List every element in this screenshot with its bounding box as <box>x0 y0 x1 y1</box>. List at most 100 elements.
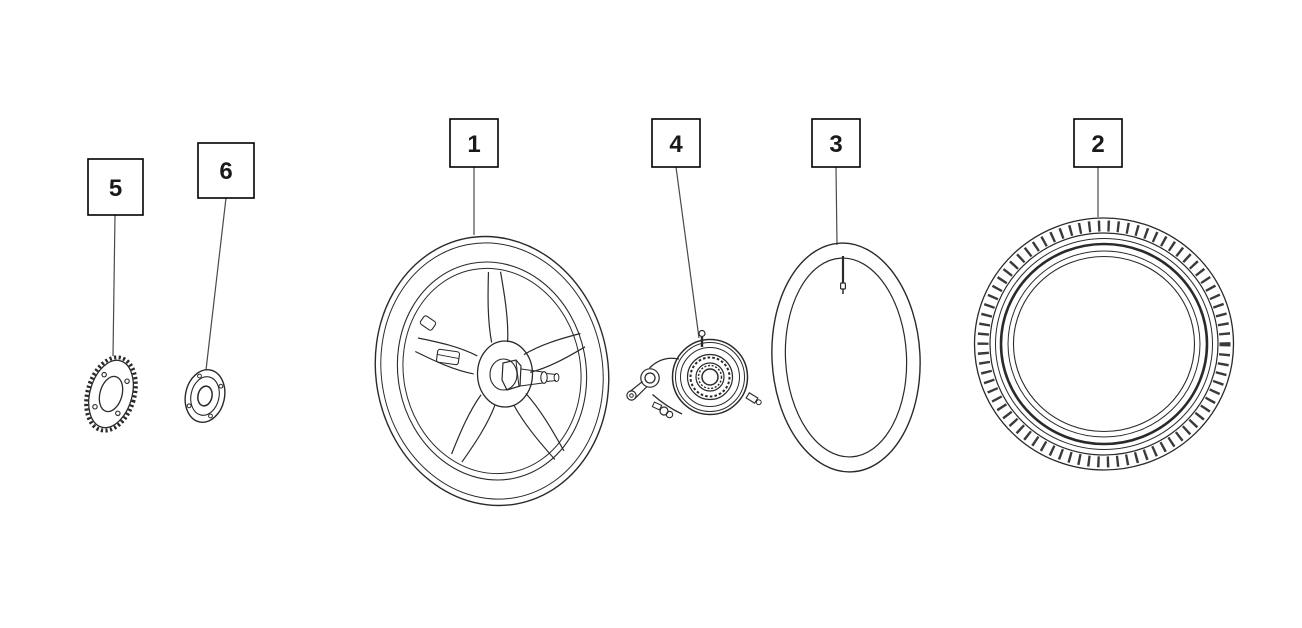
drum-ring <box>686 353 734 401</box>
callout-box-4[interactable]: 4 <box>651 118 701 168</box>
rim-weight-tab <box>435 348 461 366</box>
sprocket-bolt-hole <box>115 410 121 417</box>
callout-box-3[interactable]: 3 <box>811 118 861 168</box>
part-drawing-wheel[interactable] <box>352 216 631 526</box>
brake-drum-rings <box>671 338 749 416</box>
sprocket-teeth-ring <box>84 355 138 433</box>
sprocket-center-hole <box>98 375 124 413</box>
axle-shaft-bottom <box>519 382 544 387</box>
brake-side-bolt <box>745 392 762 406</box>
wheel-spoke <box>449 394 496 464</box>
rim-well-edge <box>379 246 605 497</box>
arm-bottom-edge <box>652 394 683 415</box>
tire-bead-line <box>1007 250 1201 438</box>
arm-top-edge <box>649 357 680 369</box>
rim-well-inner-line <box>385 253 598 489</box>
part-drawing-sprocket[interactable] <box>78 351 144 436</box>
drum-knurl-ring <box>689 356 731 398</box>
tire-bead-inner-edge <box>1012 255 1196 433</box>
drum-bearing-ring <box>697 364 723 390</box>
leader-line-6 <box>205 197 227 371</box>
part-drawing-inner-tube[interactable] <box>766 239 926 475</box>
hub-plate-center-hole <box>197 385 213 407</box>
callout-label-2: 2 <box>1091 131 1104 158</box>
rim-tab-line <box>437 354 459 359</box>
part-drawing-brake-drum[interactable] <box>626 329 763 419</box>
drum-outer <box>671 338 749 416</box>
axle-tip-end <box>553 373 560 382</box>
wheel-axle <box>501 359 560 391</box>
hub-plate-outer <box>184 369 226 423</box>
hub-plate-bolt-hole <box>218 383 224 389</box>
rim-outer-inner-line <box>359 224 625 519</box>
tire-sidewall-line <box>995 238 1213 450</box>
axle-nut-facet-line <box>515 360 520 388</box>
wheel-hub <box>476 340 534 408</box>
tube-valve-stem <box>839 256 846 294</box>
part-drawing-tire[interactable] <box>973 217 1235 471</box>
hub-plate-bolt-hole <box>186 403 192 409</box>
sprocket-bolt-hole <box>101 371 107 378</box>
tire-outer-edge <box>973 217 1235 471</box>
callout-label-5: 5 <box>109 175 122 202</box>
tube-outer <box>771 242 921 473</box>
arm-strap-top <box>629 381 643 392</box>
brake-rod-clevis <box>651 401 674 419</box>
rim-outer-edge <box>352 216 631 526</box>
wheel-spoke <box>415 334 478 375</box>
wheel-spoke <box>485 272 509 343</box>
part-drawing-hub-plate[interactable] <box>180 366 229 426</box>
callout-box-1[interactable]: 1 <box>449 118 499 168</box>
valve-nut <box>839 282 846 290</box>
arm-boss <box>640 368 660 388</box>
sprocket-bolt-hole <box>92 404 98 410</box>
bolt-body <box>745 392 759 404</box>
rim-tab <box>419 315 437 331</box>
drum-ring <box>680 347 740 407</box>
sprocket-plate <box>88 359 134 429</box>
bolt-head <box>755 399 762 406</box>
hub-plate-bolt-hole <box>197 373 202 379</box>
callout-box-2[interactable]: 2 <box>1073 118 1123 168</box>
wheel-spoke <box>523 330 586 374</box>
sprocket-bolt-hole <box>124 378 130 384</box>
callout-label-6: 6 <box>219 158 232 185</box>
clevis-ring <box>659 406 669 416</box>
brake-adjuster-stem <box>698 329 706 347</box>
callout-label-4: 4 <box>669 131 683 158</box>
rim-tab <box>435 348 461 366</box>
callout-label-1: 1 <box>467 131 480 158</box>
rim-valve-boss <box>419 315 437 331</box>
arm-eyelet-hole <box>629 393 634 398</box>
callout-box-6[interactable]: 6 <box>197 142 255 199</box>
drum-ring <box>695 362 725 392</box>
clevis-nut <box>665 410 674 419</box>
hub-plate-bolt-hole <box>208 413 213 419</box>
arm-strap-bottom <box>634 386 648 400</box>
axle-shaft-top <box>520 368 544 373</box>
tube-inner <box>784 257 908 458</box>
hub-plate-inner-ring <box>190 376 220 416</box>
hub-bore <box>489 358 518 391</box>
stem-cap <box>698 329 706 338</box>
arm-eyelet <box>626 390 637 401</box>
drum-center-hole <box>701 368 719 386</box>
axle-collar <box>540 371 548 384</box>
clevis-block <box>651 401 663 411</box>
wheel-spoke <box>513 393 567 462</box>
callout-box-5[interactable]: 5 <box>87 158 144 216</box>
callout-label-3: 3 <box>829 131 842 158</box>
wheel-spokes <box>402 256 606 484</box>
brake-torque-arm <box>626 357 683 415</box>
arm-boss-hole <box>644 372 656 384</box>
tire-tread-inner-edge <box>989 232 1219 456</box>
hub-face <box>476 340 534 408</box>
tire-tread-blocks <box>977 220 1231 468</box>
axle-nut <box>501 359 522 391</box>
leader-line-4 <box>675 166 700 339</box>
tire-shoulder-line <box>999 242 1209 446</box>
drum-ring <box>675 342 745 412</box>
leader-line-5 <box>112 214 116 357</box>
